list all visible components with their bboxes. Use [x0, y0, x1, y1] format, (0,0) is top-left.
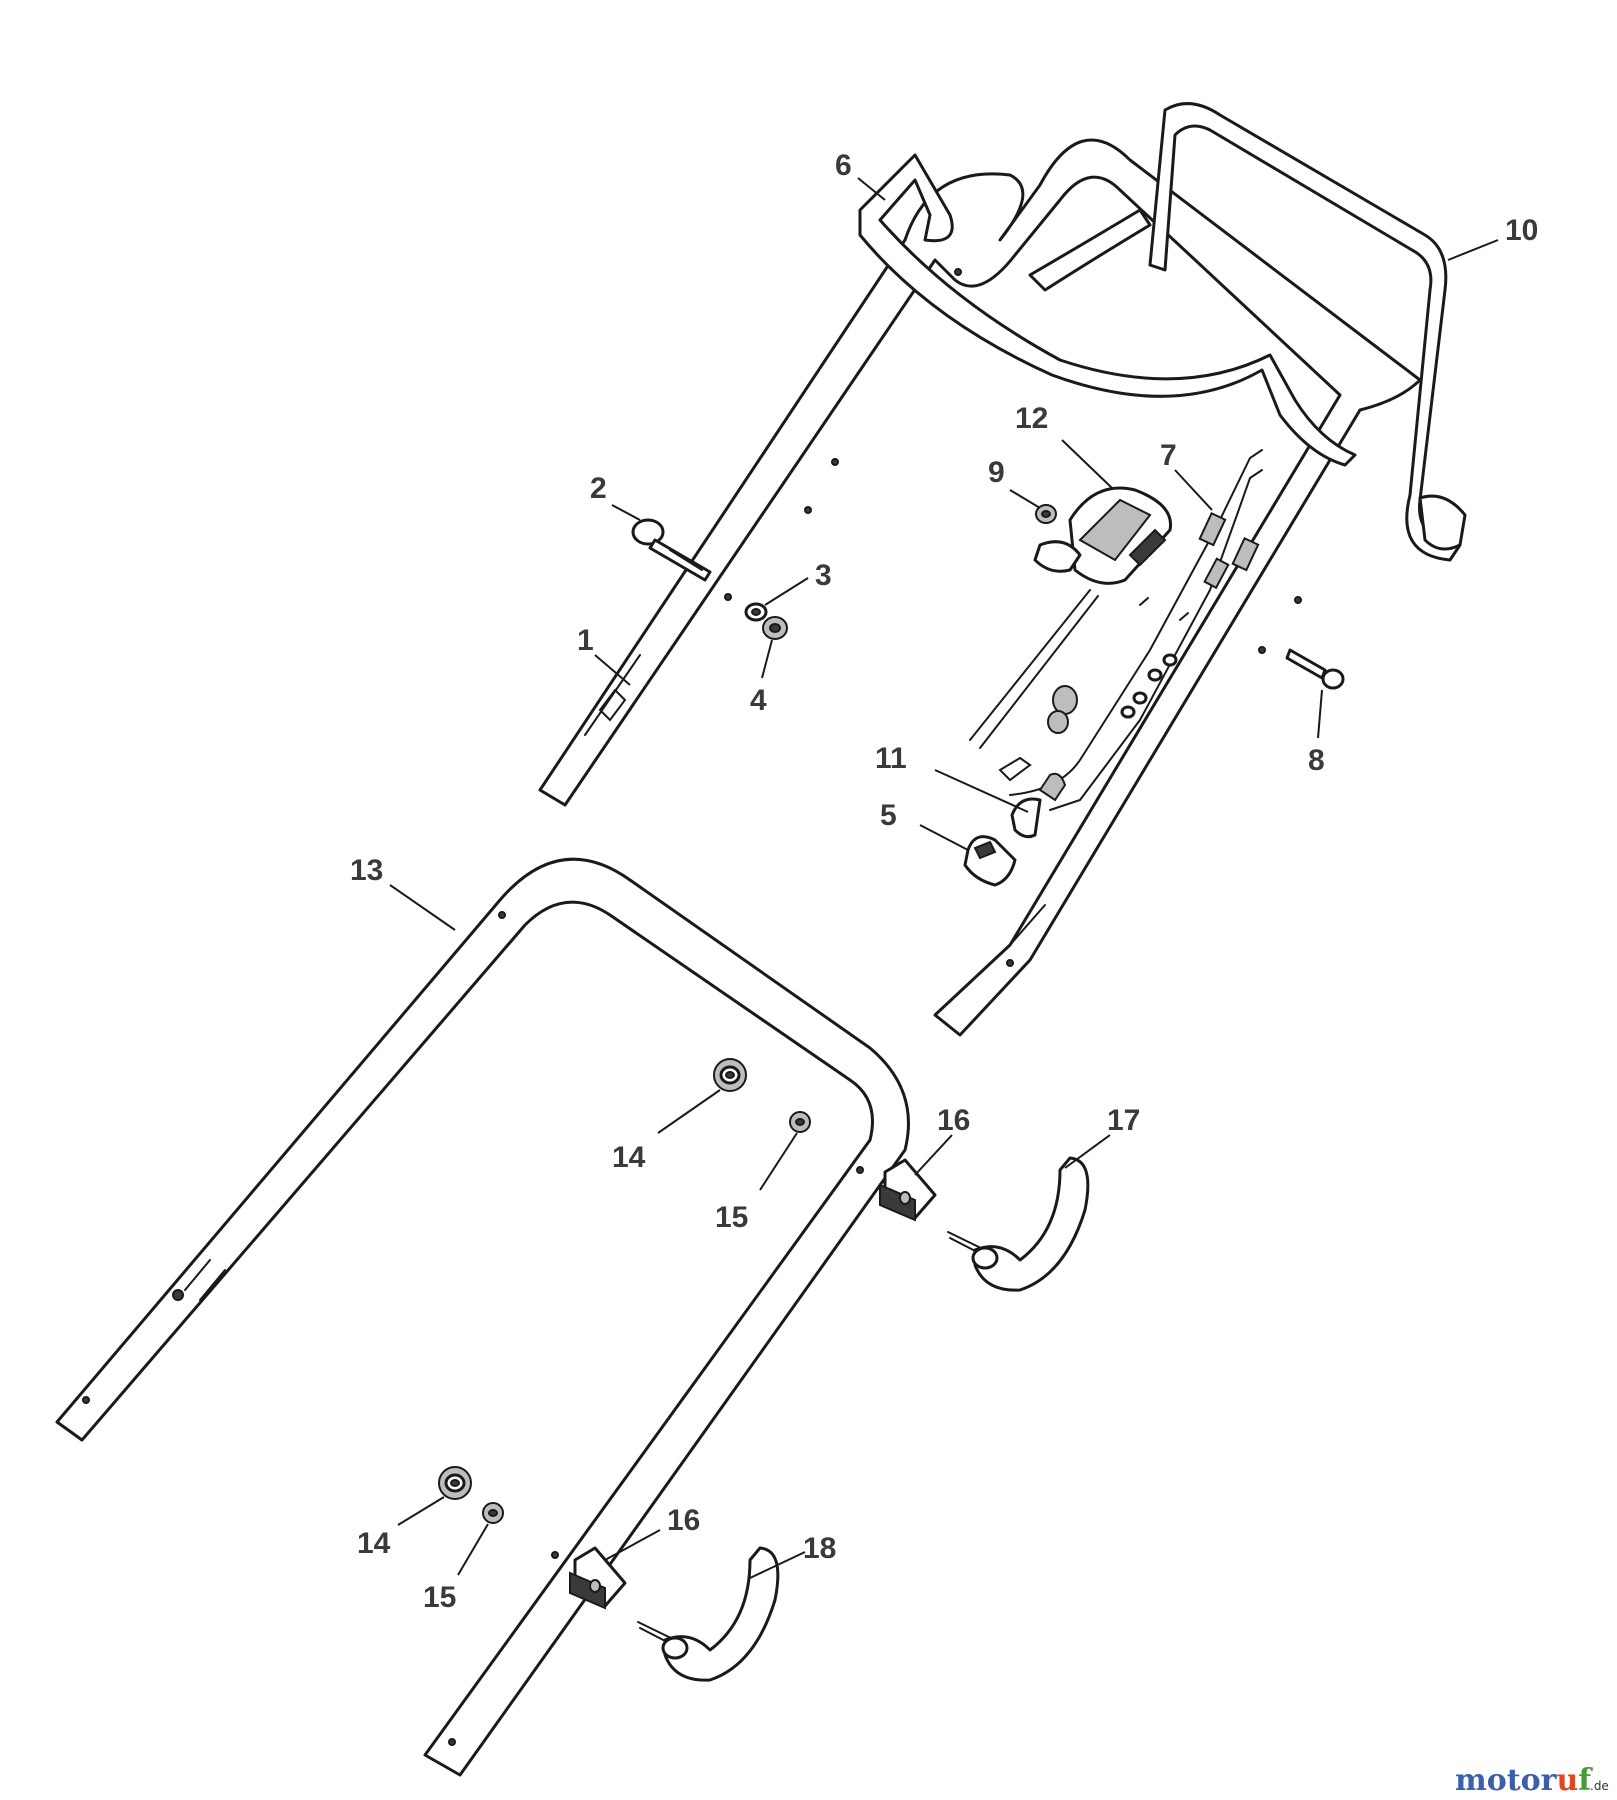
spacer-upper-part	[713, 1058, 747, 1092]
callout-9: 9	[988, 456, 1005, 489]
leader-18	[749, 1551, 806, 1579]
washer-part	[744, 602, 768, 622]
cable-hook-part	[963, 835, 1017, 887]
leader-7	[1174, 469, 1213, 511]
callout-15a: 15	[715, 1201, 748, 1234]
callout-8: 8	[1308, 744, 1325, 777]
callout-17: 17	[1107, 1104, 1140, 1137]
callout-1: 1	[577, 624, 594, 657]
leader-4	[761, 639, 773, 679]
nut-part	[762, 616, 788, 640]
bail-bar-part	[858, 153, 1357, 467]
callout-2: 2	[590, 472, 607, 505]
watermark-logo: motoruf .de	[1455, 1763, 1609, 1798]
callout-14a: 14	[612, 1141, 646, 1174]
leader-16b	[604, 1529, 661, 1561]
callout-14b: 14	[357, 1527, 391, 1560]
cables-part	[969, 449, 1263, 811]
long-bolt-part	[1285, 648, 1345, 690]
leader-15a	[759, 1132, 798, 1191]
callout-7: 7	[1160, 439, 1177, 472]
svg-text:motoruf: motoruf	[1455, 1763, 1593, 1798]
callout-13: 13	[350, 854, 383, 887]
leader-17	[1064, 1134, 1111, 1169]
callout-15b: 15	[423, 1581, 456, 1614]
callouts: 1 2 3 4 5 6 7 8 9 10 11 12 13 14 15 16 1…	[350, 149, 1538, 1614]
leader-2	[611, 504, 641, 521]
eye-bolt-part	[631, 518, 712, 582]
callout-5: 5	[880, 799, 897, 832]
callout-16b: 16	[667, 1504, 700, 1537]
callout-10: 10	[1505, 214, 1538, 247]
callout-18: 18	[803, 1532, 836, 1565]
leader-11	[934, 769, 1029, 813]
leader-1	[594, 654, 631, 686]
leader-lines	[389, 177, 1499, 1579]
knob-upper-part	[947, 1156, 1090, 1292]
top-bar-part	[1148, 102, 1467, 562]
leader-8	[1317, 689, 1323, 739]
washer-upper-part	[789, 1111, 811, 1133]
watermark-prefix: motor	[1455, 1763, 1558, 1798]
small-nut-part	[1035, 504, 1057, 524]
throttle-control-part	[1033, 486, 1173, 585]
upper-handle-part	[538, 138, 1422, 1037]
leader-15b	[457, 1523, 489, 1576]
washer-lower-part	[482, 1502, 504, 1524]
callout-16a: 16	[937, 1104, 970, 1137]
knob-lower-part	[637, 1546, 780, 1682]
leader-13	[389, 884, 456, 931]
callout-3: 3	[815, 559, 832, 592]
leader-12	[1061, 439, 1113, 489]
clamp-block-upper-part	[879, 1158, 937, 1222]
clamp-block-lower-part	[569, 1546, 627, 1610]
watermark-suffix: f	[1578, 1763, 1593, 1798]
leader-14b	[397, 1496, 445, 1526]
callout-6: 6	[835, 149, 852, 182]
leader-14a	[657, 1089, 721, 1134]
callout-4: 4	[750, 684, 767, 717]
leader-3	[764, 577, 809, 606]
callout-12: 12	[1015, 402, 1048, 435]
lower-handle-part	[55, 857, 910, 1777]
cable-clip-part	[1010, 772, 1067, 839]
spacer-lower-part	[438, 1466, 472, 1500]
leader-9	[1009, 489, 1041, 509]
leader-16a	[914, 1134, 953, 1176]
leader-6	[857, 177, 886, 201]
leader-5	[919, 824, 969, 851]
callout-11: 11	[875, 742, 907, 775]
watermark-tld: .de	[1590, 1779, 1609, 1793]
leader-10	[1447, 239, 1499, 261]
watermark-mid: u	[1556, 1763, 1578, 1798]
